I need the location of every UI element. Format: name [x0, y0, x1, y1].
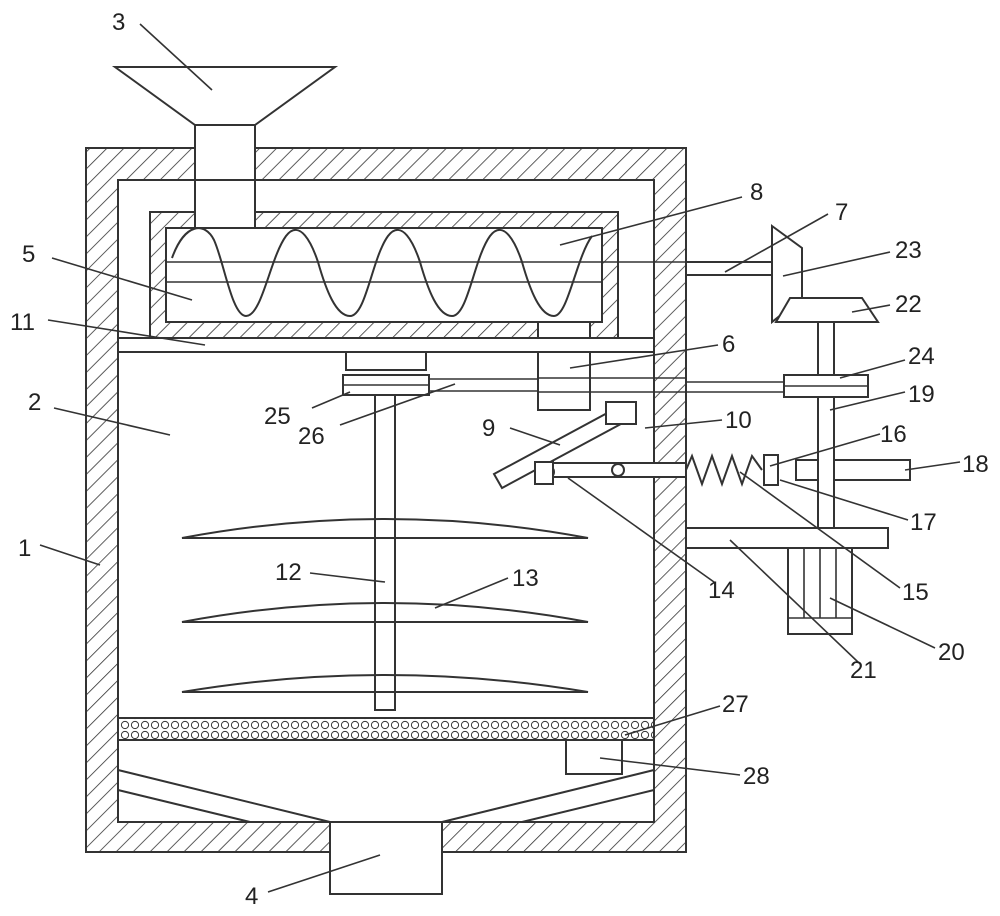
label-14: 14 [708, 577, 735, 604]
label-9: 9 [482, 415, 495, 442]
stirring-blade-2 [181, 602, 589, 623]
label-28: 28 [743, 763, 770, 790]
screw-conveyor-housing [149, 211, 619, 339]
filter-screen [117, 717, 655, 741]
label-13: 13 [512, 565, 539, 592]
label-17: 17 [910, 509, 937, 536]
spring-stopper [763, 454, 779, 486]
label-8: 8 [750, 179, 763, 206]
hinge-block [605, 401, 637, 425]
vertical-shaft [817, 321, 835, 529]
label-12: 12 [275, 559, 302, 586]
discharge-outlet [329, 821, 443, 895]
label-21: 21 [850, 657, 877, 684]
rod-end-block [534, 461, 554, 485]
bottom-funnel [117, 769, 655, 823]
outer-housing-wall [85, 147, 687, 853]
label-22: 22 [895, 291, 922, 318]
label-1: 1 [18, 535, 31, 562]
label-24: 24 [908, 343, 935, 370]
stirring-blade-1 [181, 518, 589, 539]
label-7: 7 [835, 199, 848, 226]
label-5: 5 [22, 241, 35, 268]
stirring-blade-3 [181, 674, 589, 693]
shaft-bearing [345, 351, 427, 371]
feed-hopper [111, 66, 339, 126]
motor-block [537, 351, 591, 411]
label-3: 3 [112, 9, 125, 36]
label-26: 26 [298, 423, 325, 450]
conveyor-support [537, 321, 591, 339]
label-4: 4 [245, 883, 258, 910]
screw-blade [171, 227, 593, 318]
label-2: 2 [28, 389, 41, 416]
label-6: 6 [722, 331, 735, 358]
label-11: 11 [10, 309, 35, 336]
label-23: 23 [895, 237, 922, 264]
label-18: 18 [962, 451, 989, 478]
leader-lines [39, 23, 961, 893]
rod-pin-right [611, 463, 625, 477]
partition-plate [117, 337, 655, 353]
spring [685, 453, 763, 487]
mounting-bracket [685, 527, 889, 549]
feed-pipe-inner [194, 179, 256, 229]
label-27: 27 [722, 691, 749, 718]
cam-arm [795, 459, 911, 481]
stirring-shaft [374, 394, 396, 711]
label-10: 10 [725, 407, 752, 434]
label-19: 19 [908, 381, 935, 408]
label-16: 16 [880, 421, 907, 448]
vibrator-block [565, 739, 623, 775]
label-25: 25 [264, 403, 291, 430]
label-20: 20 [938, 639, 965, 666]
bevel-gear-horizontal [774, 297, 880, 323]
label-15: 15 [902, 579, 929, 606]
